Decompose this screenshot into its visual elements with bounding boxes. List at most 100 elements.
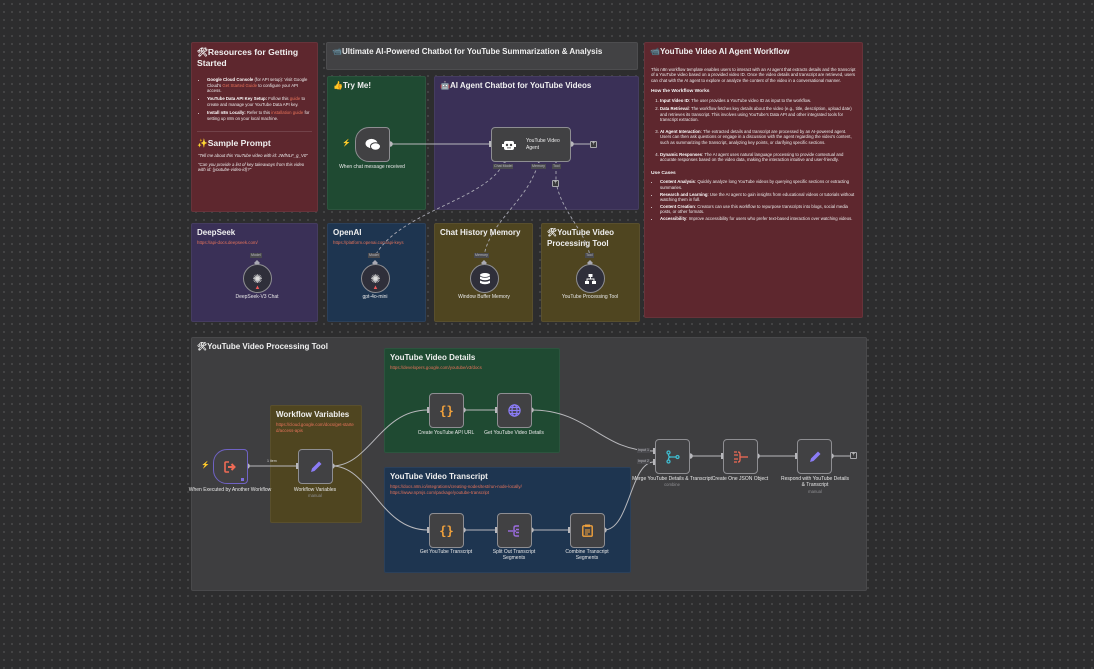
- step-item: Dynamic Responses: The AI agent uses nat…: [660, 152, 856, 163]
- workflow-variables-node[interactable]: [298, 449, 333, 484]
- yt-tool-title: 🛠YouTube Video Processing Tool: [547, 228, 615, 248]
- resources-title: 🛠Resources for Getting Started: [197, 47, 299, 68]
- get-transcript-node[interactable]: {}: [429, 513, 464, 548]
- create-json-node[interactable]: [723, 439, 758, 474]
- use-case-item: Content Analysis: Quickly analyze long Y…: [660, 179, 856, 190]
- step-item: Data Retrieval: The workflow fetches key…: [660, 106, 856, 123]
- resources-note[interactable]: 🛠Resources for Getting Started Google Cl…: [191, 42, 318, 212]
- api-key-guide-link[interactable]: guide: [289, 96, 301, 102]
- youtube-transcript-npm-link[interactable]: https://www.npmjs.com/package/youtube-tr…: [390, 489, 490, 495]
- gpt-4o-mini-node[interactable]: ✺ ▲: [361, 264, 390, 293]
- get-video-details-node[interactable]: [497, 393, 532, 428]
- execute-trigger-label: When Executed by Another Workflow: [188, 487, 272, 493]
- workflow-variables-label: Workflow Variables manual: [270, 487, 360, 500]
- sign-in-icon: [223, 460, 236, 473]
- use-case-item: Research and Learning: Use the AI agent …: [660, 192, 856, 203]
- merge-icon: [665, 449, 680, 464]
- resource-item: YouTube Data API Key Setup: Follow this …: [207, 96, 311, 107]
- workflow-intro: This n8n workflow template enables users…: [651, 66, 856, 83]
- main-title: 📹Ultimate AI-Powered Chatbot for YouTube…: [332, 47, 603, 56]
- get-started-guide-link[interactable]: Get Started Guide: [222, 82, 258, 88]
- execute-workflow-trigger-node[interactable]: [213, 449, 248, 484]
- combine-segments-label: Combine Transcript Segments: [565, 549, 609, 562]
- aggregate-icon: [733, 450, 748, 463]
- add-tool-button[interactable]: +: [552, 180, 559, 187]
- port-label-tool: Tool: [585, 253, 594, 258]
- robot-icon: [502, 140, 516, 150]
- deepseek-docs-link[interactable]: https://api-docs.deepseek.com/: [197, 239, 258, 245]
- merge-input-2-label: Input 2: [637, 459, 650, 464]
- deepseek-chat-label: DeepSeek-V3 Chat: [235, 294, 279, 300]
- workflow-info-title: 📹YouTube Video AI Agent Workflow: [650, 47, 790, 56]
- chat-bubbles-icon: [365, 138, 381, 151]
- sitemap-icon: [585, 273, 596, 284]
- video-camera-icon: 📹: [650, 47, 660, 56]
- split-icon: [507, 524, 519, 537]
- n8n-run-locally-link[interactable]: https://docs.n8n.io/integrations/creatin…: [390, 483, 522, 489]
- respond-label: Respond with YouTube Details & Transcrip…: [781, 476, 849, 494]
- code-braces-icon: {}: [439, 523, 454, 538]
- merge-label: Merge YouTube Details & Transcript combi…: [627, 476, 717, 489]
- subworkflow-badge-icon: [241, 478, 244, 481]
- clipboard-icon: [582, 524, 593, 537]
- openai-keys-link[interactable]: https://platform.openai.com/api-keys: [333, 239, 404, 245]
- split-out-segments-node[interactable]: [497, 513, 532, 548]
- window-buffer-memory-node[interactable]: [470, 264, 499, 293]
- chat-trigger-label: When chat message received: [339, 164, 405, 170]
- step-item: Input Video ID: The user provides a YouT…: [660, 98, 856, 104]
- hammer-wrench-icon: 🛠: [197, 342, 208, 351]
- get-video-details-label: Get YouTube Video Details: [484, 430, 544, 436]
- port-label-model: Model: [250, 253, 262, 258]
- video-details-note[interactable]: YouTube Video Details https://developers…: [384, 348, 560, 453]
- create-api-url-label: Create YouTube API URL: [417, 430, 475, 436]
- add-node-button[interactable]: +: [590, 141, 597, 148]
- sample-prompt: "Can you provide a list of key takeaways…: [198, 161, 305, 173]
- youtube-processing-tool-node[interactable]: [576, 264, 605, 293]
- respond-node[interactable]: [797, 439, 832, 474]
- pencil-icon: [809, 451, 820, 462]
- edge-item-count: 1 item: [267, 459, 277, 463]
- transcript-title: YouTube Video Transcript: [390, 472, 488, 481]
- globe-icon: [508, 404, 521, 417]
- main-title-note[interactable]: 📹Ultimate AI-Powered Chatbot for YouTube…: [326, 42, 638, 70]
- get-transcript-label: Get YouTube Transcript: [419, 549, 473, 555]
- warning-icon: ▲: [254, 285, 261, 291]
- warning-icon: ▲: [372, 285, 379, 291]
- trigger-bolt-icon: ⚡: [201, 462, 210, 469]
- thumbs-up-icon: 👍: [333, 81, 343, 90]
- workflow-info-note[interactable]: 📹YouTube Video AI Agent Workflow This n8…: [644, 42, 863, 318]
- chat-trigger-node[interactable]: [355, 127, 390, 162]
- hammer-wrench-icon: 🛠: [547, 228, 558, 237]
- openai-logo-icon: ✺: [252, 271, 263, 286]
- window-buffer-memory-label: Window Buffer Memory: [458, 294, 510, 300]
- robot-icon: 🤖: [440, 81, 450, 90]
- video-details-title: YouTube Video Details: [390, 353, 476, 362]
- split-out-segments-label: Split Out Transcript Segments: [492, 549, 536, 562]
- port-label-memory: Memory: [531, 164, 546, 169]
- processing-tool-title: 🛠YouTube Video Processing Tool: [197, 342, 328, 351]
- workflow-vars-link[interactable]: https://cloud.google.com/docs/get-starte…: [276, 421, 354, 433]
- youtube-processing-tool-label: YouTube Processing Tool: [561, 294, 619, 300]
- sample-prompt: "Tell me about this YouTube video with i…: [198, 153, 308, 159]
- node-subtitle: manual: [808, 488, 822, 494]
- resource-item: Google Cloud Console (for API setup): Vi…: [207, 77, 311, 94]
- sample-prompt-title: ✨Sample Prompt: [197, 138, 271, 149]
- sparkles-icon: ✨: [197, 138, 208, 149]
- agent-section-title: 🤖AI Agent Chatbot for YouTube Videos: [440, 81, 592, 90]
- combine-segments-node[interactable]: [570, 513, 605, 548]
- deepseek-title: DeepSeek: [197, 228, 236, 237]
- video-camera-icon: 📹: [332, 47, 342, 56]
- add-node-button[interactable]: +: [850, 452, 857, 459]
- youtube-agent-node[interactable]: YouTube Video Agent: [491, 127, 571, 162]
- use-cases-heading: Use Cases: [651, 170, 676, 176]
- node-subtitle: combine: [664, 482, 680, 488]
- installation-guide-link[interactable]: installation guide: [271, 109, 304, 115]
- pencil-icon: [310, 461, 321, 472]
- create-json-label: Create One JSON Object: [711, 476, 769, 482]
- workflow-vars-title: Workflow Variables: [276, 410, 350, 419]
- deepseek-chat-node[interactable]: ✺ ▲: [243, 264, 272, 293]
- youtube-api-docs-link[interactable]: https://developers.google.com/youtube/v3…: [390, 364, 482, 370]
- merge-node[interactable]: [655, 439, 690, 474]
- create-api-url-node[interactable]: {}: [429, 393, 464, 428]
- port-label-memory: Memory: [474, 253, 489, 258]
